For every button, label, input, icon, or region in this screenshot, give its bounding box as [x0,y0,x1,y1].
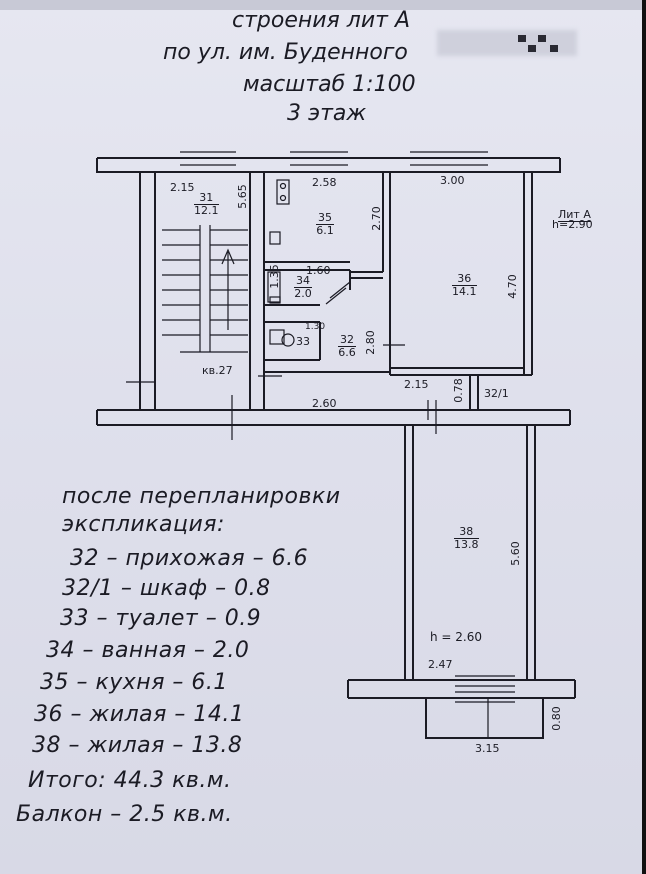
dim-balcony-width: 3.15 [475,742,500,755]
explication-heading-2: экспликация: [62,512,225,537]
dim-height-room38: 5.60 [508,541,522,566]
room-label-32-1: 32/1 [484,387,509,400]
redaction-pixel [538,35,546,42]
explication-item: 36 – жилая – 14.1 [34,702,245,727]
redaction-pixel [528,45,536,52]
photo-top-edge [0,0,646,10]
dim-height-stair: 5.65 [235,184,249,209]
dim-closet-width: 2.15 [404,378,429,391]
explication-item: 33 – туалет – 0.9 [60,606,262,631]
redaction-pixel [550,45,558,52]
explication-item: 35 – кухня – 6.1 [40,670,228,695]
dim-height-room36: 4.70 [505,274,519,299]
ceiling-height-label: h = 2.60 [430,630,483,644]
lit-height-label: h=2.90 [552,218,593,231]
header-line-1: строения лит А [232,8,410,33]
explication-item: 32 – прихожая – 6.6 [70,546,309,571]
dim-toilet-width: 1.30 [305,322,326,332]
explication-heading-1: после перепланировки [62,484,341,509]
dim-height-kitchen: 2.70 [369,206,383,231]
dim-corridor: 2.60 [312,397,337,410]
dim-width-room38: 2.47 [428,658,453,671]
apartment-label: кв.27 [202,364,233,377]
header-line-4: 3 этаж [287,101,367,126]
dim-bath-width: 1.60 [306,264,331,277]
header-line-3: масштаб 1:100 [243,72,416,97]
lit-label: Лит А [558,208,591,222]
dim-balcony-depth: 0.80 [549,706,563,731]
dim-width-room36: 3.00 [440,174,465,187]
header-line-2: по ул. им. Буденного [163,40,408,65]
explication-balcony: Балкон – 2.5 кв.м. [16,802,233,827]
dim-width-stair: 2.15 [170,181,195,194]
dim-closet-depth: 0.78 [451,378,465,403]
dim-width-kitchen: 2.58 [312,176,337,189]
explication-item: 38 – жилая – 13.8 [32,733,243,758]
dim-hall-height: 2.80 [363,330,377,355]
explication-total: Итого: 44.3 кв.м. [28,768,232,793]
explication-item: 34 – ванная – 2.0 [46,638,250,663]
redaction-pixel [518,35,526,42]
photo-right-edge [642,0,646,874]
explication-item: 32/1 – шкаф – 0.8 [62,576,271,601]
dim-bath-height: 1.35 [267,264,281,289]
room-label-33: 33 [296,335,310,348]
